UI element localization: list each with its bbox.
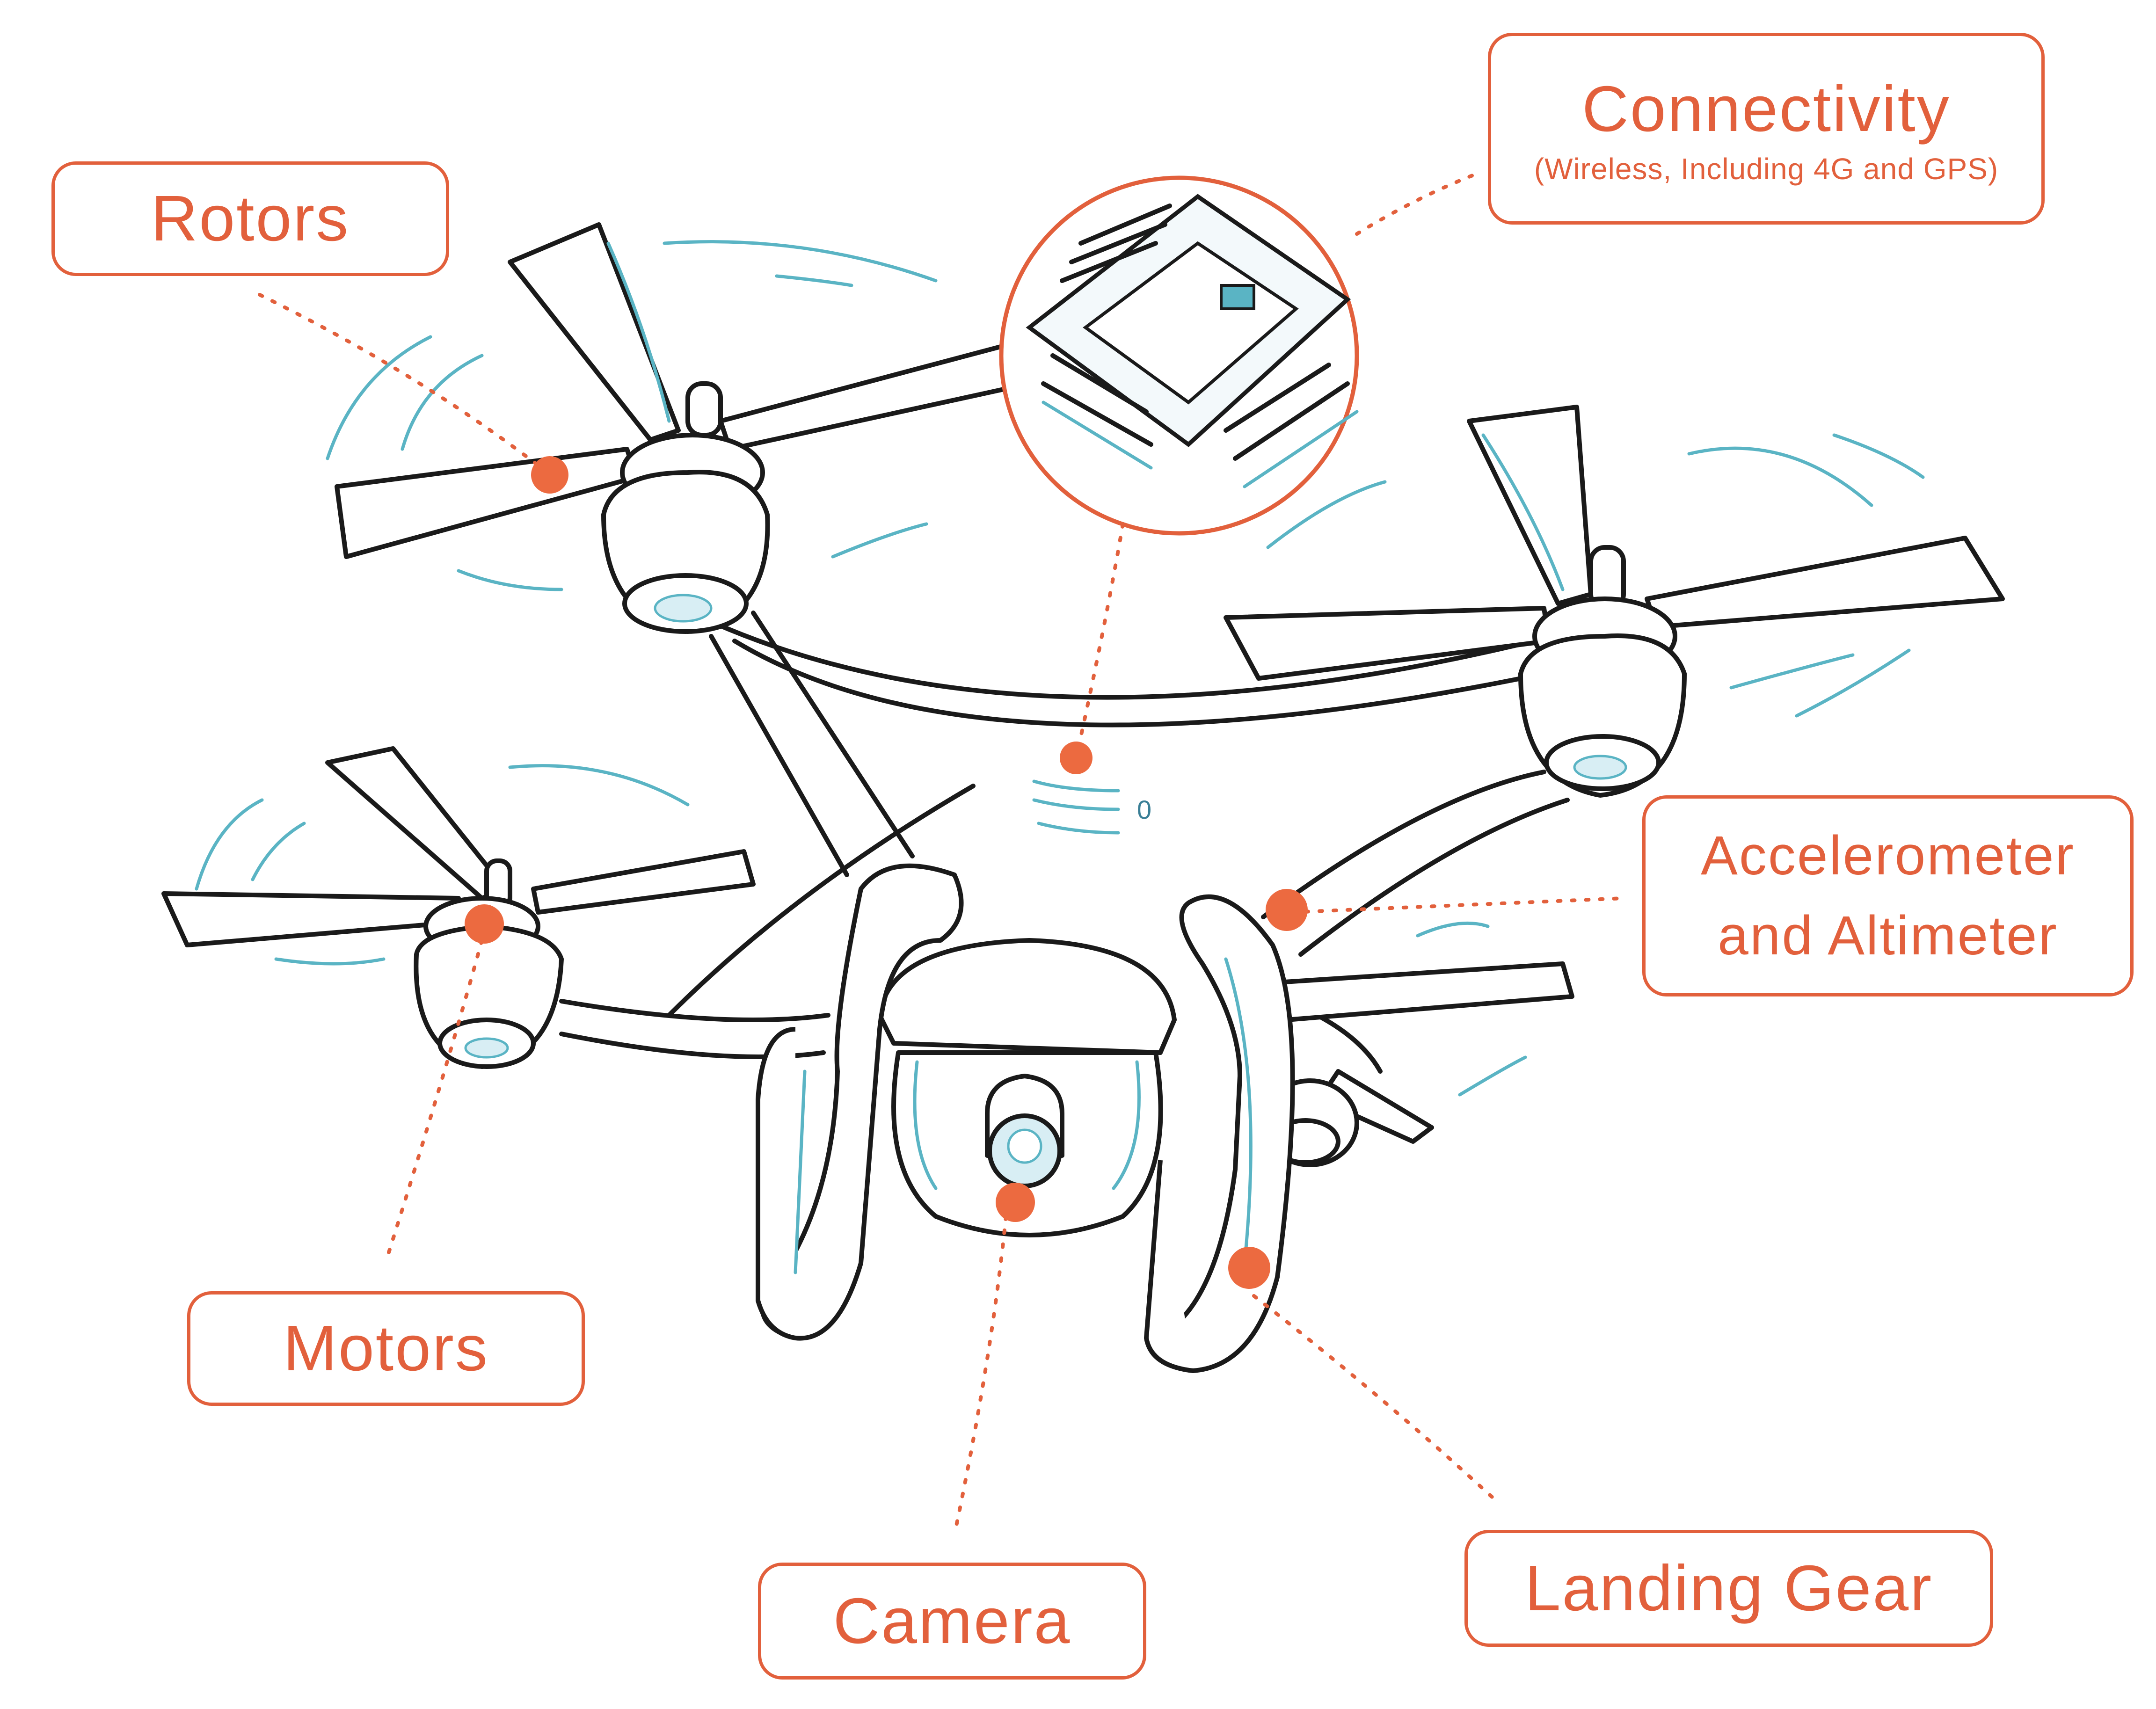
label-camera: Camera [758, 1563, 1146, 1680]
label-accelerometer: Accelerometer and Altimeter [1642, 795, 2134, 996]
accelerometer-text-line1: Accelerometer [1701, 824, 2075, 887]
signal-marker: 0 [1137, 795, 1151, 824]
label-rotors: Rotors [51, 161, 449, 276]
motion-lines [195, 240, 1925, 1097]
connectivity-text: Connectivity [1582, 73, 1951, 145]
connectivity-magnifier [999, 175, 1359, 536]
rotor-top-left [335, 222, 1032, 634]
camera-pointer [996, 1183, 1035, 1222]
label-motors: Motors [187, 1291, 585, 1406]
label-landing-gear: Landing Gear [1464, 1530, 1993, 1647]
motors-text: Motors [283, 1312, 489, 1385]
connectivity-pointer [1060, 742, 1093, 774]
label-connectivity: Connectivity (Wireless, Including 4G and… [1488, 33, 2045, 225]
accelerometer-text-line2: and Altimeter [1718, 905, 2058, 967]
pointer-dots [465, 456, 1308, 1289]
rotor-bottom-left [161, 746, 756, 1069]
drone-body [877, 938, 1177, 1237]
landing-gear-text: Landing Gear [1524, 1552, 1933, 1624]
connectivity-subtext: (Wireless, Including 4G and GPS) [1534, 152, 1999, 186]
rotor-top-right [1224, 405, 2005, 798]
landing-gear-pointer [1228, 1247, 1270, 1289]
rotors-text: Rotors [151, 182, 350, 255]
rotors-pointer [531, 456, 568, 494]
signal-waves: 0 [1032, 779, 1151, 835]
camera-text: Camera [833, 1585, 1071, 1657]
accelerometer-pointer [1266, 889, 1308, 931]
motors-pointer [465, 904, 504, 944]
leader-lines [258, 171, 1625, 1536]
rotor-bottom-right [1261, 961, 1574, 1167]
